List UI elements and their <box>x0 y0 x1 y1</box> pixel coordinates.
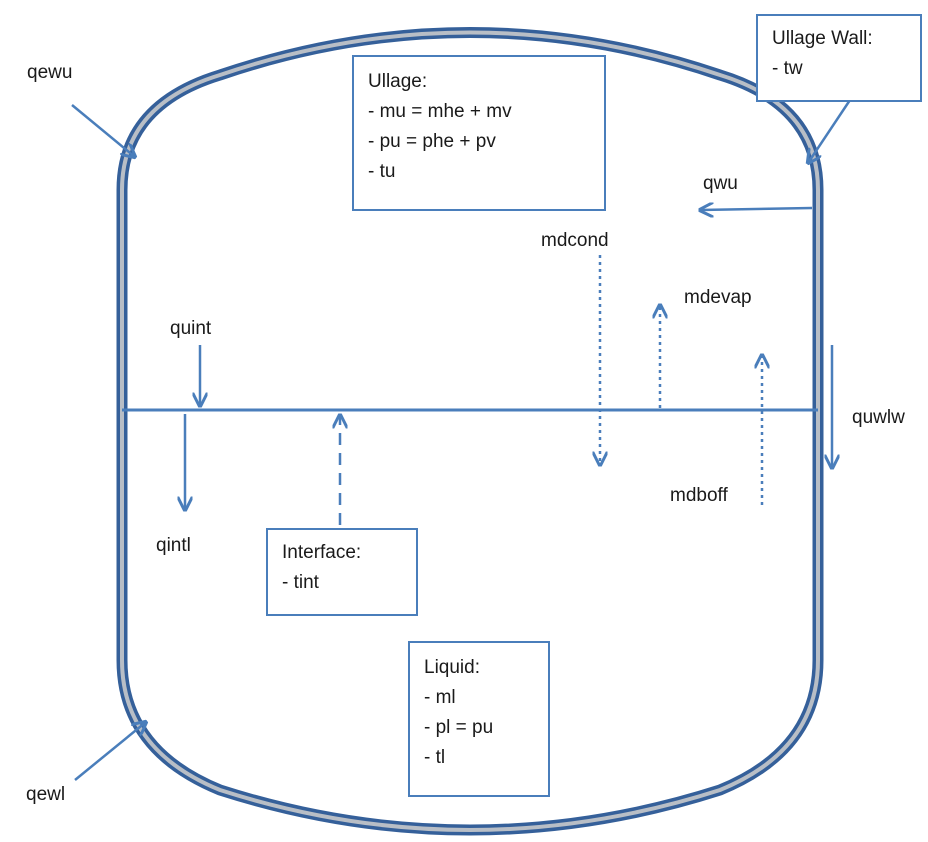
ullage-title: Ullage: <box>368 71 428 92</box>
qewl-label: qewl <box>26 784 66 805</box>
tank-wall <box>116 27 824 836</box>
mdboff-label: mdboff <box>670 485 728 506</box>
ullage-wall-arrow <box>808 99 852 163</box>
liquid-line: - ml <box>424 687 456 708</box>
qwu-label: qwu <box>703 173 738 194</box>
liquid-title: Liquid: <box>424 657 480 678</box>
liquid-line: - pl = pu <box>424 717 494 738</box>
qewu-arrow <box>71 104 135 157</box>
mdevap-label: mdevap <box>684 287 752 308</box>
qwu-arrow <box>700 208 813 210</box>
interface-line: - tint <box>282 572 319 593</box>
mdcond-label: mdcond <box>541 230 609 251</box>
ullage-wall-title: Ullage Wall: <box>772 28 873 49</box>
tank-wall-gap <box>120 30 820 832</box>
interface-box: Interface: - tint <box>266 528 418 616</box>
ullage-line: - tu <box>368 161 396 182</box>
quwlw-label: quwlw <box>852 407 905 428</box>
liquid-box: Liquid: - ml - pl = pu - tl <box>408 641 550 797</box>
ullage-line: - mu = mhe + mv <box>368 101 512 122</box>
quint-label: quint <box>170 318 212 339</box>
interface-title: Interface: <box>282 542 362 563</box>
qintl-label: qintl <box>156 535 191 556</box>
ullage-wall-line: - tw <box>772 58 803 79</box>
ullage-line: - pu = phe + pv <box>368 131 496 152</box>
ullage-box: Ullage: - mu = mhe + mv - pu = phe + pv … <box>352 55 606 211</box>
qewu-label: qewu <box>27 62 73 83</box>
ullage-wall-box: Ullage Wall: - tw <box>756 14 922 102</box>
qewl-arrow <box>74 722 146 781</box>
liquid-line: - tl <box>424 747 446 768</box>
